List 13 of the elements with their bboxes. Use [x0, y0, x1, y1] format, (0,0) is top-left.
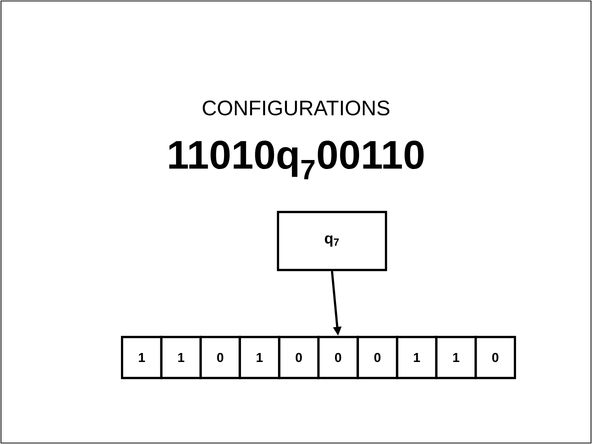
tape-cell: 1 [238, 336, 280, 380]
tape-cell: 1 [396, 336, 438, 380]
tape-cell: 0 [356, 336, 398, 380]
tape-cell: 0 [199, 336, 241, 380]
title: CONFIGURATIONS [202, 100, 390, 116]
tape-cell: 0 [317, 336, 359, 380]
tape-cell: 0 [278, 336, 320, 380]
tape-cell: 0 [474, 336, 516, 380]
state-box: q$_{7}$ [276, 210, 388, 272]
configuration-string: 11010q$_{7}$00110 [169, 140, 424, 180]
tape-cell: 1 [160, 336, 202, 380]
tape-cell: 1 [120, 336, 162, 380]
tape-cell: 1 [435, 336, 477, 380]
